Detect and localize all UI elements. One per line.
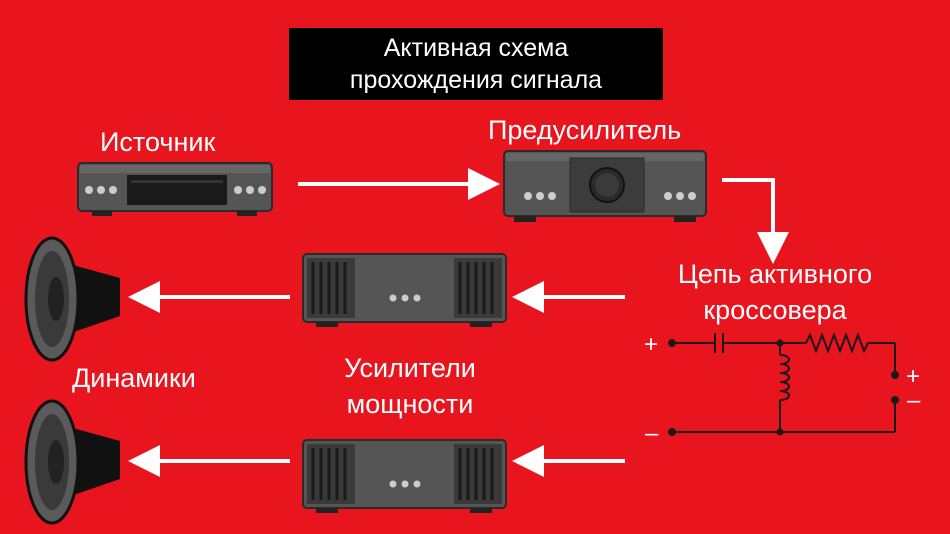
amps-label-line-1: Усилители xyxy=(344,353,476,383)
speakers-label: Динамики xyxy=(72,363,196,393)
crossover-label-line-2: кроссовера xyxy=(703,295,847,325)
crossover-circuit xyxy=(668,332,899,436)
signal-arrows xyxy=(128,168,789,477)
preamp-device xyxy=(503,150,707,222)
title-line-1: Активная схема xyxy=(383,34,569,62)
preamp-label: Предусилитель xyxy=(488,115,682,145)
title-box: Активная схема прохождения сигнала xyxy=(289,28,663,100)
power-amp-top xyxy=(302,253,507,327)
crossover-input-minus: – xyxy=(645,420,659,447)
speaker-top-icon xyxy=(24,236,120,362)
amps-label-line-2: мощности xyxy=(346,389,474,419)
crossover-output-minus: – xyxy=(907,387,921,414)
crossover-label-line-1: Цепь активного xyxy=(677,259,873,289)
speaker-bottom-icon xyxy=(24,399,120,525)
crossover-output-plus: + xyxy=(906,363,920,390)
power-amp-bottom xyxy=(302,439,507,513)
arrow-preamp-to-crossover xyxy=(722,178,789,264)
crossover-input-plus: + xyxy=(644,331,658,358)
title-line-2: прохождения сигнала xyxy=(349,66,603,94)
source-label: Источник xyxy=(100,127,216,157)
source-device xyxy=(77,162,273,216)
